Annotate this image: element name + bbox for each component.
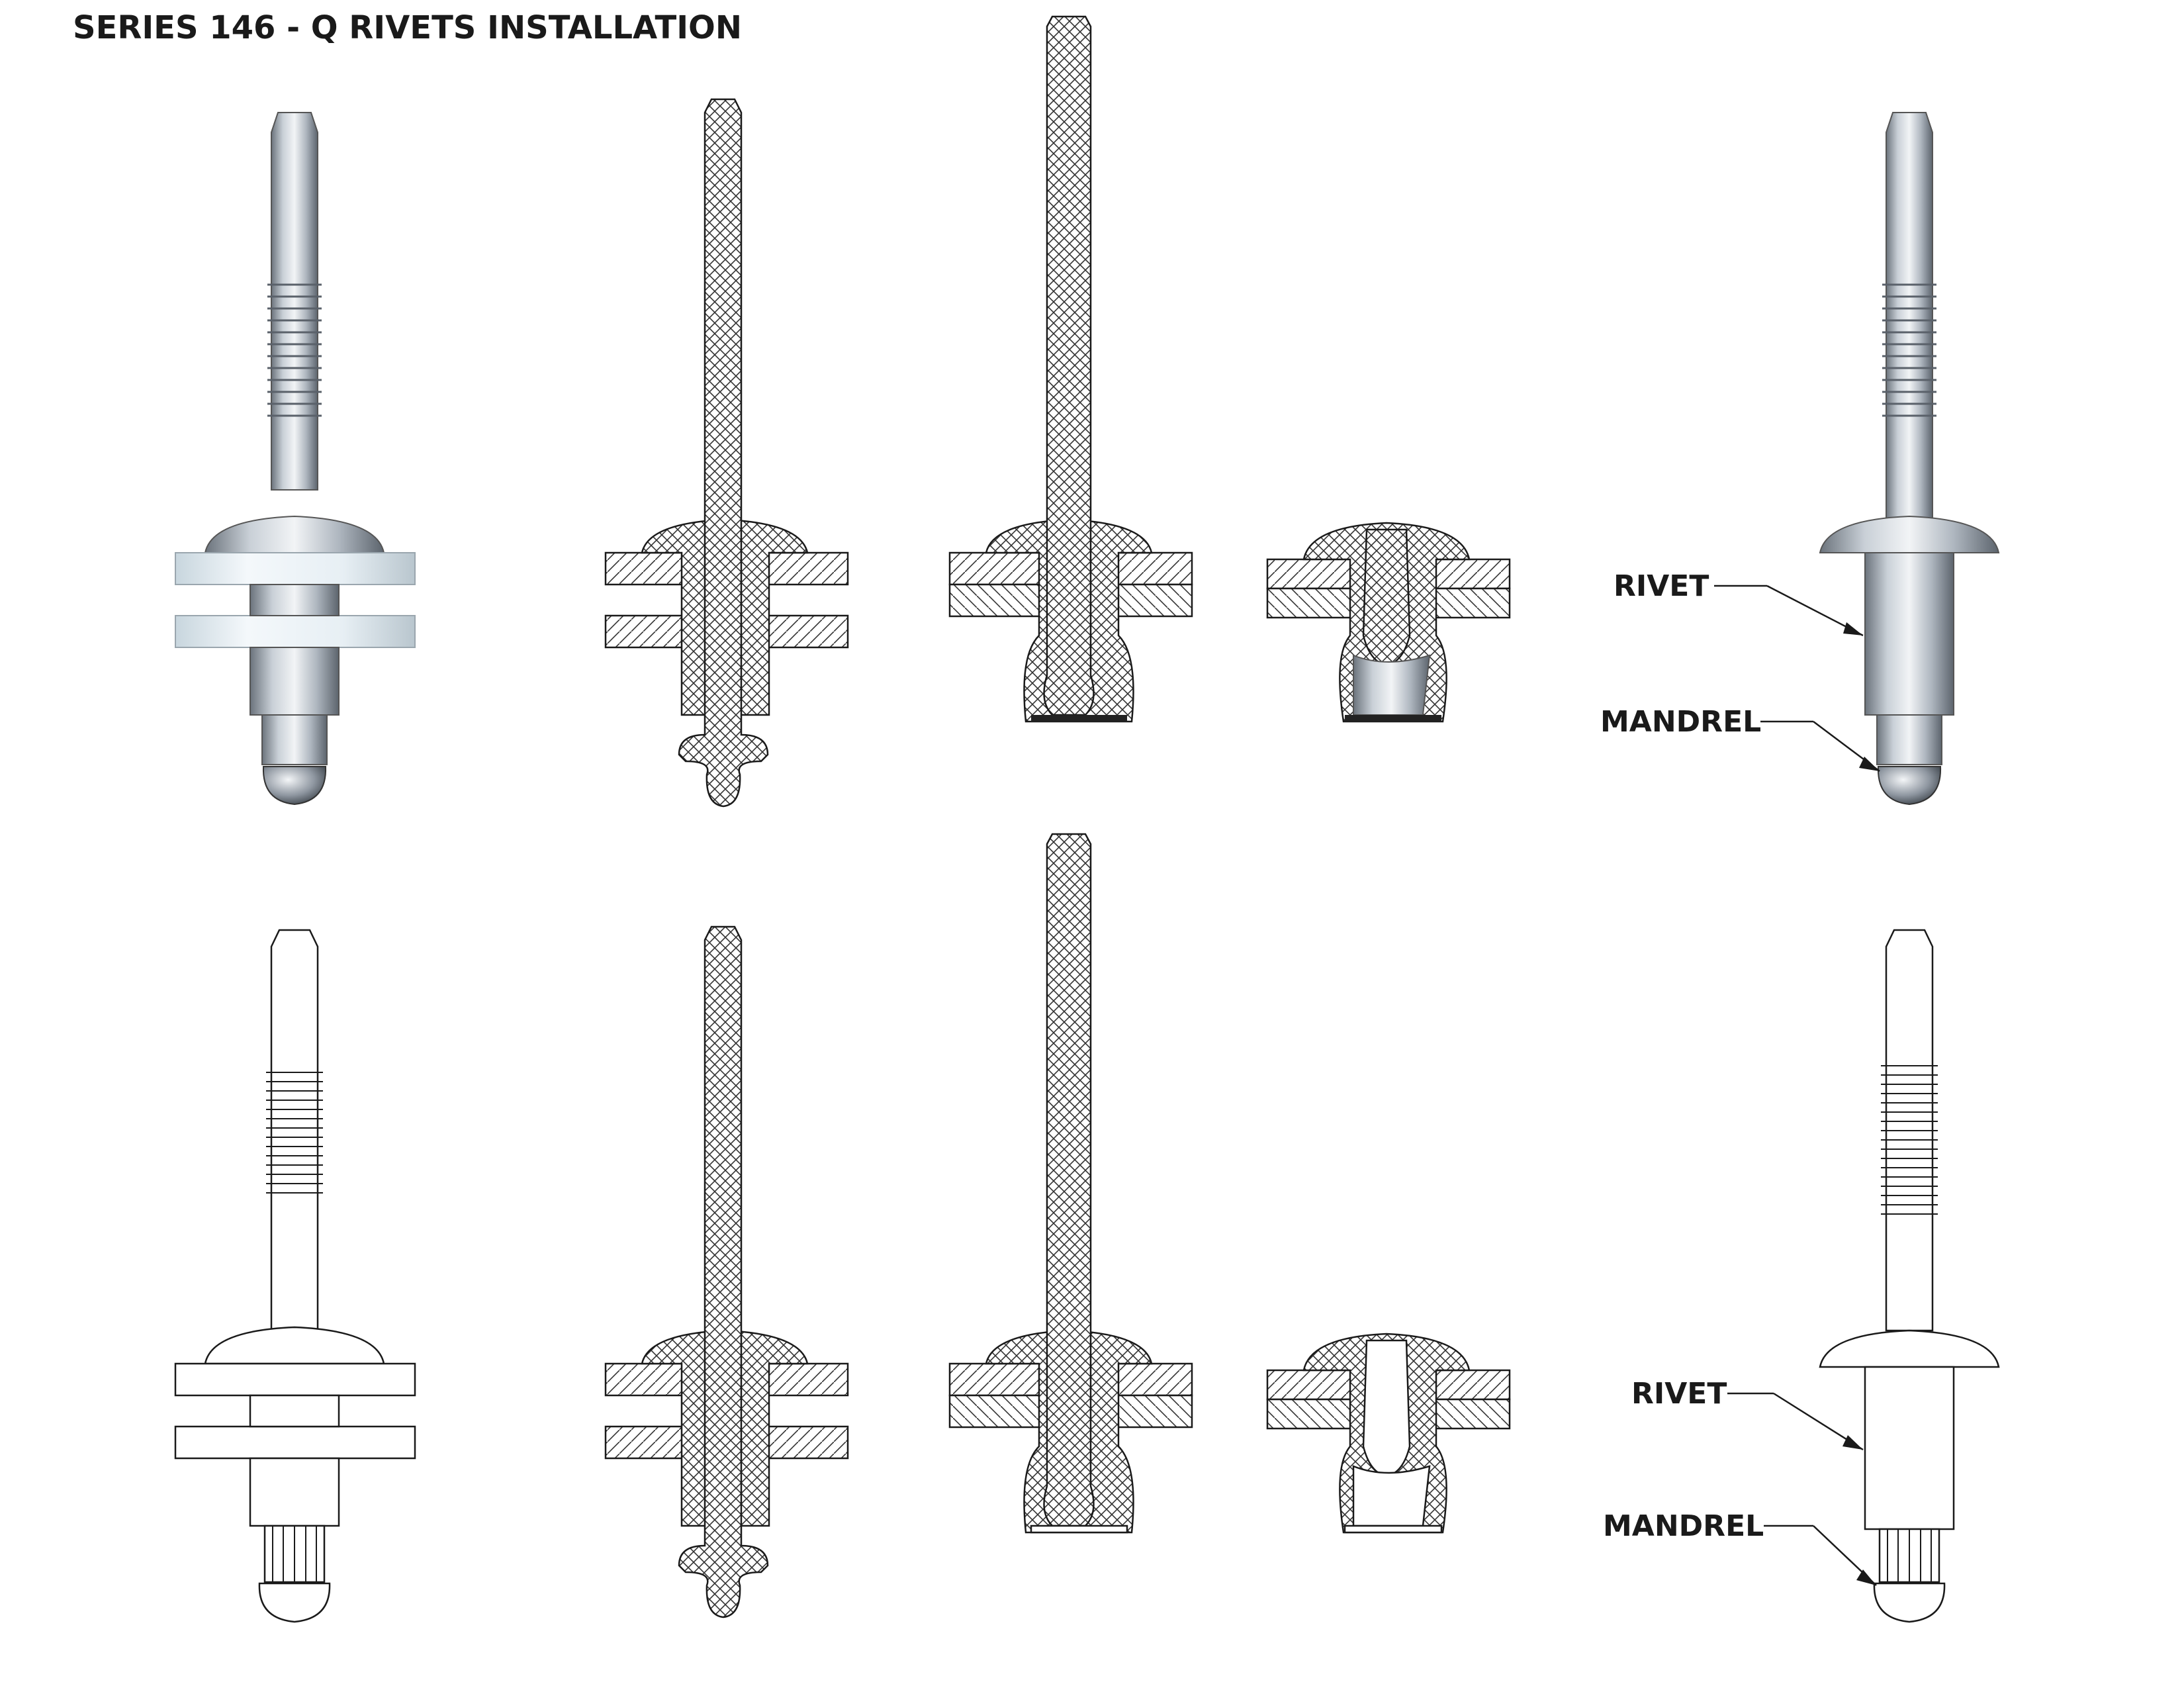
rivet-outline-labeled: RIVET MANDREL [1603,929,2000,1623]
section-outline-uninstalled [604,925,849,1618]
rivet-3d-labeled: RIVET MANDREL [1600,112,2000,806]
rivet-callout-outline: RIVET [1631,1377,1727,1411]
section-pulling [948,15,1193,723]
page-title: SERIES 146 - Q RIVETS INSTALLATION [73,9,743,46]
section-installed [1266,522,1511,723]
rivet-outline-uninstalled [174,929,416,1623]
arrow-icon [1843,1435,1863,1450]
arrow-icon [1843,622,1863,635]
mandrel-callout-outline: MANDREL [1603,1509,1764,1543]
rivet-3d-uninstalled [175,112,416,806]
arrow-icon [1856,1570,1876,1585]
section-outline-installed [1266,1333,1511,1534]
section-uninstalled [604,98,849,808]
mandrel-callout: MANDREL [1600,705,1761,739]
rivet-callout: RIVET [1614,569,1709,603]
section-outline-pulling [948,833,1193,1534]
arrow-icon [1859,757,1880,771]
